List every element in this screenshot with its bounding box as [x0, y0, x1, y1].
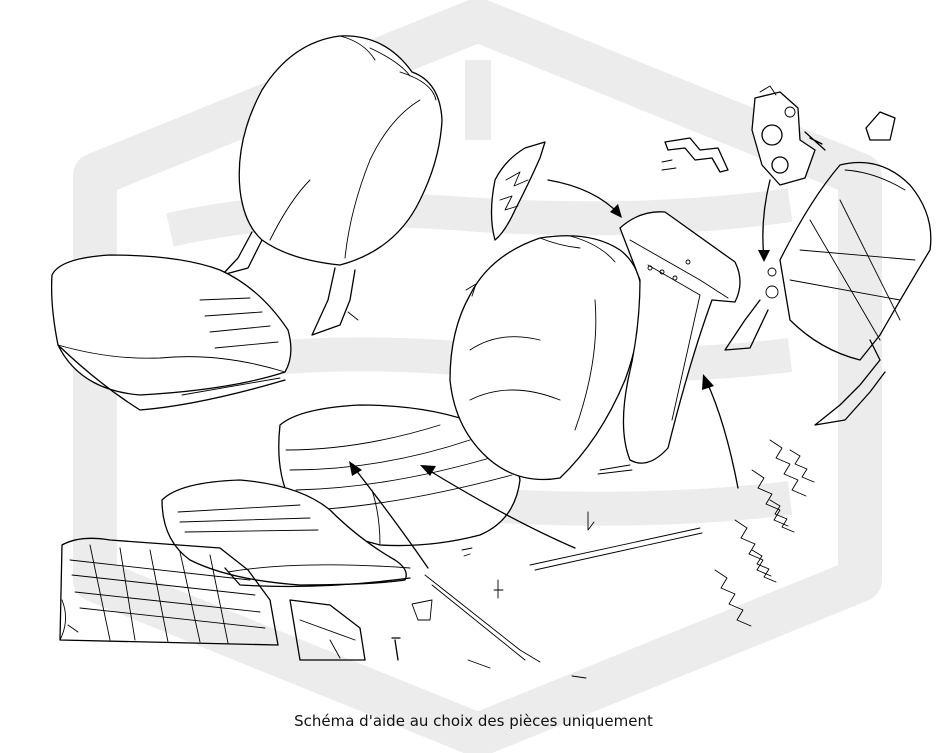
- wires-and-clips: [411, 283, 703, 679]
- seat-spring-frame: [59, 537, 401, 661]
- seatback-frame: [724, 161, 932, 426]
- assembly-arrows: [349, 179, 771, 569]
- seat-cushion-pad: [50, 254, 292, 411]
- seat-frame-bottom: [161, 479, 411, 588]
- recliner-mechanism: [751, 85, 896, 186]
- small-rail-bracket: [661, 137, 729, 173]
- seatback-foam: [449, 235, 643, 481]
- diagram-caption: Schéma d'aide au choix des pièces unique…: [294, 712, 653, 730]
- headrest-part: [221, 35, 443, 336]
- seatback-panel: [619, 211, 741, 464]
- side-bolster-part: [490, 141, 546, 241]
- zigzag-springs: [714, 439, 815, 627]
